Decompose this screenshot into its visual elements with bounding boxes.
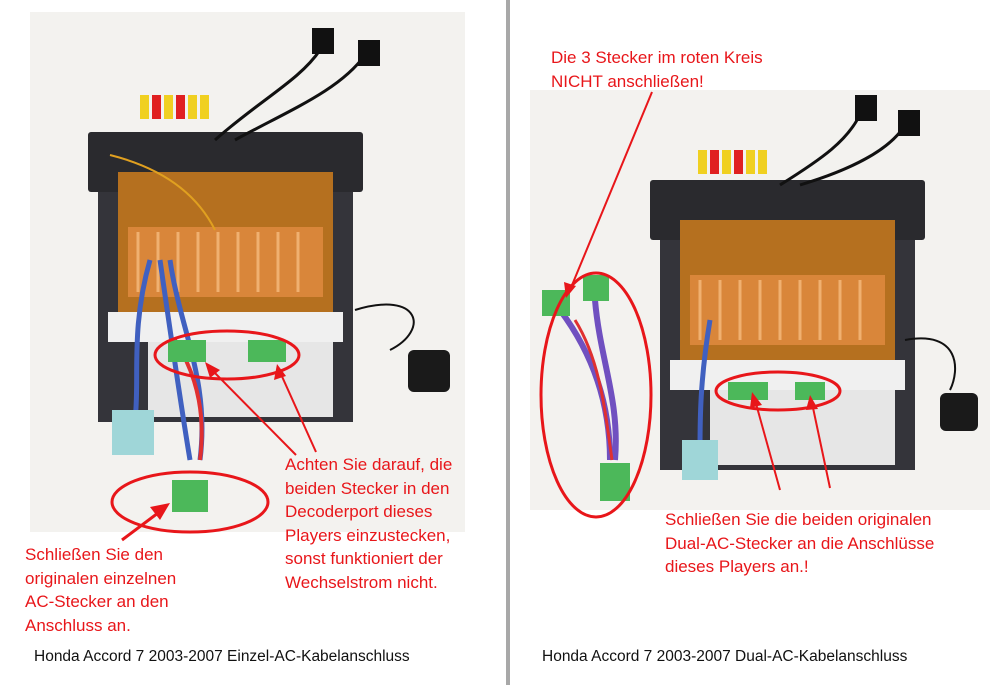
note-single-ac: Schließen Sie den originalen einzelnen A… (25, 545, 177, 635)
caption-dual-ac: Honda Accord 7 2003-2007 Dual-AC-Kabelan… (542, 648, 908, 665)
panel-divider (506, 0, 510, 685)
note-decoder-port: Achten Sie darauf, die beiden Stecker in… (285, 455, 453, 592)
note-dual-ac: Schließen Sie die beiden originalen Dual… (665, 510, 935, 576)
caption-single-ac: Honda Accord 7 2003-2007 Einzel-AC-Kabel… (34, 648, 410, 665)
note-do-not-connect: Die 3 Stecker im roten Kreis NICHT ansch… (551, 48, 763, 91)
right-photo (530, 90, 990, 519)
left-photo (30, 12, 465, 542)
